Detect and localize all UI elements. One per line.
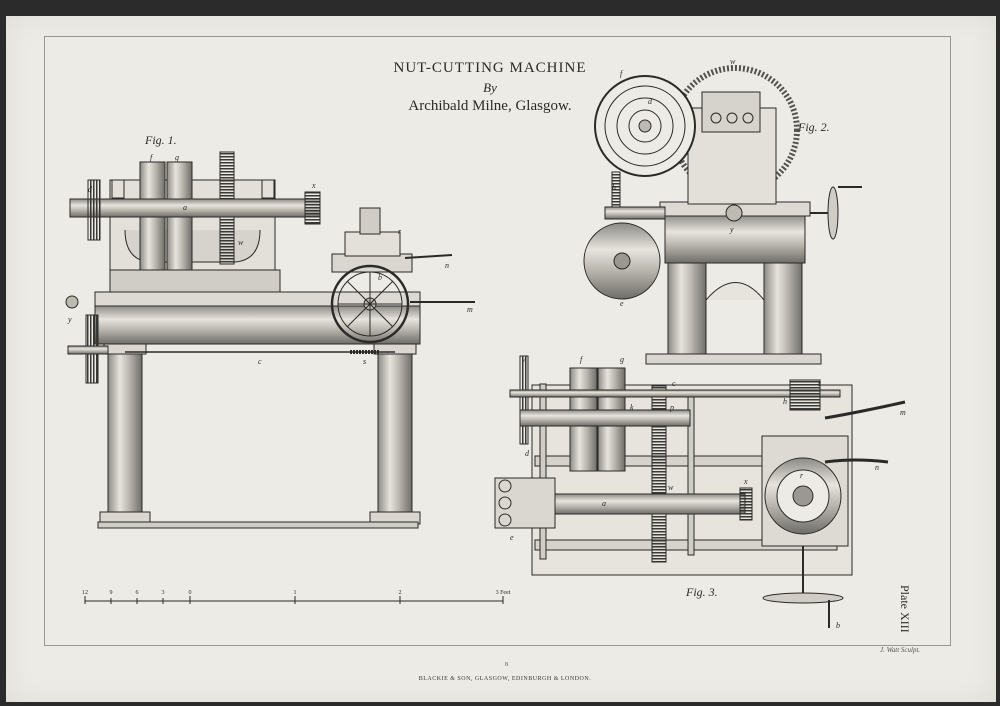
- svg-text:r: r: [398, 227, 402, 236]
- plate-sheet: [6, 16, 996, 702]
- svg-text:d: d: [88, 185, 93, 194]
- svg-text:d: d: [525, 449, 530, 458]
- fig1-leg-right: [377, 351, 413, 518]
- svg-text:e: e: [510, 533, 514, 542]
- scale-tick-2-ft: 2: [399, 590, 402, 596]
- svg-text:e: e: [620, 299, 624, 308]
- svg-text:r: r: [800, 471, 804, 480]
- scale-bar: [84, 596, 504, 604]
- svg-text:c: c: [258, 357, 262, 366]
- svg-text:n: n: [875, 463, 879, 472]
- svg-text:h: h: [783, 397, 787, 406]
- svg-text:w: w: [730, 57, 736, 66]
- scale-tick-6: 6: [136, 590, 139, 596]
- svg-text:w: w: [238, 238, 244, 247]
- scale-tick-3: 3: [162, 590, 165, 596]
- svg-text:m: m: [900, 408, 906, 417]
- svg-text:d: d: [648, 97, 653, 106]
- fig2-handwheel: [827, 186, 839, 240]
- svg-text:f: f: [620, 69, 624, 78]
- fig3-spindle-a: [554, 493, 746, 515]
- svg-text:h: h: [612, 183, 616, 192]
- engraver-credit: J. Watt Sculpt.: [880, 646, 921, 654]
- fig2-column-left: [667, 261, 707, 355]
- svg-text:y: y: [729, 225, 734, 234]
- fig3-gear-w: [651, 385, 667, 563]
- svg-text:g: g: [620, 355, 624, 364]
- svg-text:n: n: [445, 261, 449, 270]
- fig1-label: Fig. 1.: [145, 133, 177, 147]
- svg-text:b: b: [836, 621, 840, 630]
- svg-text:f: f: [150, 153, 154, 162]
- svg-text:g: g: [175, 153, 179, 162]
- fig2-column-right: [763, 261, 803, 355]
- plate-title: NUT-CUTTING MACHINE: [393, 60, 587, 76]
- svg-text:x: x: [743, 477, 748, 486]
- svg-text:s: s: [363, 357, 366, 366]
- plate-by: By: [483, 80, 497, 95]
- svg-text:b: b: [378, 273, 382, 282]
- scale-tick-1-ft: 1: [294, 590, 297, 596]
- publisher-line: BLACKIE & SON, GLASGOW, EDINBURGH & LOND…: [418, 676, 592, 682]
- fig2-drawing: f d w h y e: [583, 57, 862, 365]
- scale-tick-9: 9: [110, 590, 113, 596]
- plate-author: Archibald Milne, Glasgow.: [408, 98, 572, 114]
- fig1-drawing: f g x a d w r b n m y c s: [65, 151, 475, 529]
- svg-text:k: k: [630, 403, 634, 412]
- svg-text:x: x: [311, 181, 316, 190]
- svg-text:m: m: [467, 305, 473, 314]
- fig1-spindle: [69, 198, 321, 218]
- page-mark: 8: [505, 662, 508, 668]
- svg-text:w: w: [668, 483, 674, 492]
- fig2-bed: [664, 214, 806, 264]
- fig1-leg-left: [107, 351, 143, 518]
- fig3-label: Fig. 3.: [686, 585, 718, 599]
- fig3-shaft-c: [509, 389, 841, 398]
- svg-text:a: a: [183, 203, 187, 212]
- scale-tick-12: 12: [82, 590, 88, 596]
- svg-text:s: s: [818, 379, 821, 388]
- scale-tick-3-ft: 3 Feet: [496, 590, 511, 596]
- fig1-floor-rail: [97, 521, 419, 529]
- svg-text:v: v: [522, 355, 526, 364]
- fig1-small-gear-d: [87, 179, 101, 241]
- fig1-bed: [94, 305, 421, 345]
- svg-text:p: p: [669, 403, 674, 412]
- fig2-label: Fig. 2.: [798, 120, 830, 134]
- fig3-gear-v: [519, 355, 529, 445]
- fig3-shaft-k: [519, 409, 691, 427]
- fig1-carriage: [331, 253, 413, 273]
- svg-text:a: a: [602, 499, 606, 508]
- svg-text:y: y: [67, 315, 72, 324]
- svg-text:c: c: [672, 379, 676, 388]
- plate-border: [44, 36, 951, 646]
- scale-tick-0: 0: [189, 590, 192, 596]
- svg-text:f: f: [580, 355, 584, 364]
- fig3-drawing: v g f c s k p h m d n a w x r e b: [494, 355, 906, 630]
- fig1-handwheel: [330, 264, 410, 344]
- fig3-handwheel: [762, 592, 844, 604]
